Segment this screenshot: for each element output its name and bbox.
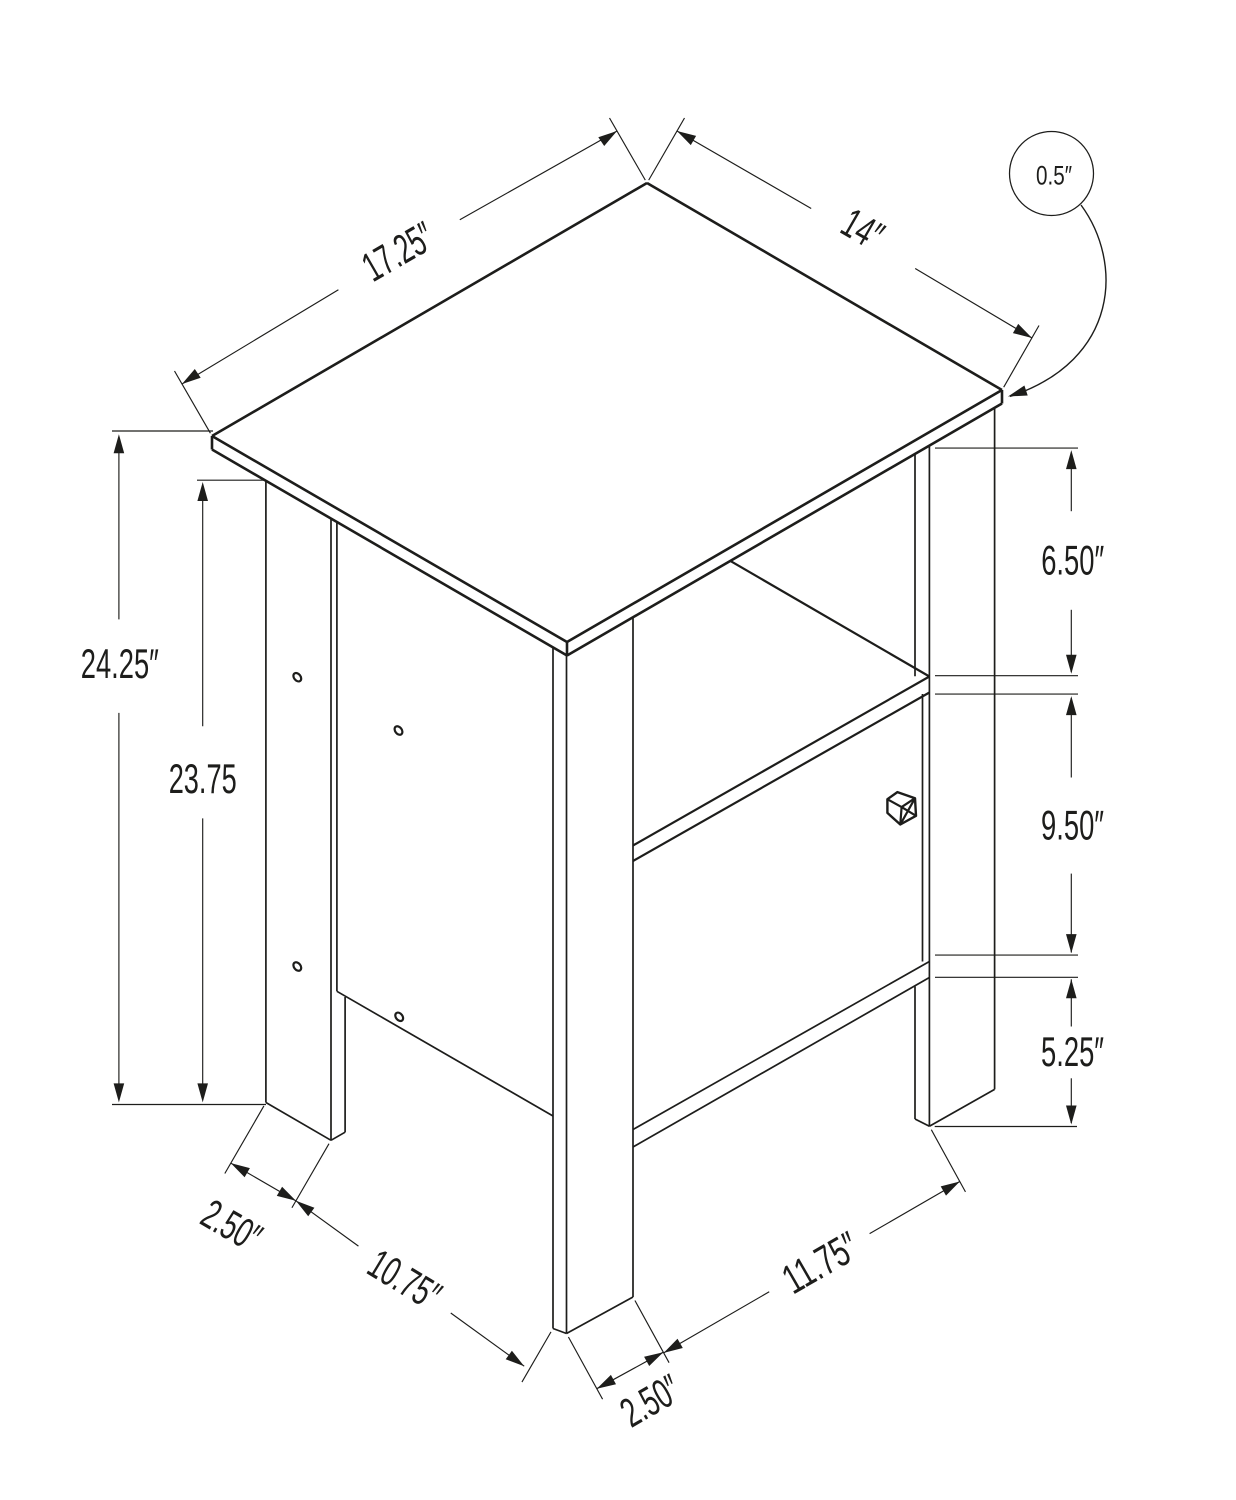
svg-text:23.75: 23.75 [169,755,237,802]
svg-text:9.50″: 9.50″ [1041,801,1104,848]
svg-text:5.25″: 5.25″ [1041,1028,1104,1075]
svg-text:24.25″: 24.25″ [81,640,159,687]
svg-text:0.5″: 0.5″ [1036,160,1072,190]
svg-text:6.50″: 6.50″ [1041,537,1104,584]
